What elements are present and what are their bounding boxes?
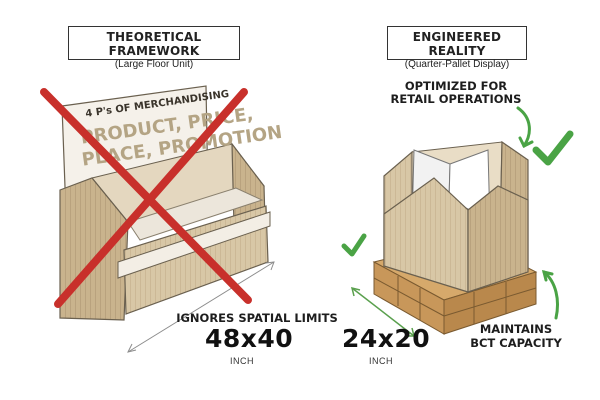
- maintains-line-1: MAINTAINS: [480, 322, 552, 336]
- quarter-pallet-dimension: 24x20: [342, 324, 431, 353]
- optimized-line-2: RETAIL OPERATIONS: [391, 92, 522, 106]
- floor-unit-dimension-unit: INCH: [230, 356, 254, 366]
- red-x-mark: [40, 88, 252, 308]
- title-left-sub: (Large Floor Unit): [114, 59, 194, 70]
- maintains-line-2: BCT CAPACITY: [470, 336, 562, 350]
- bin-tray: [127, 187, 264, 241]
- floor-unit-dimension: 48x40: [205, 324, 294, 353]
- quarter-pallet-dimension-unit: INCH: [369, 356, 393, 366]
- display-right-front: [467, 185, 529, 293]
- title-right-main: ENGINEERED REALITY: [412, 30, 502, 58]
- title-left-main: THEORETICAL FRAMEWORK: [106, 30, 202, 58]
- check-icon-right-left: [341, 233, 367, 257]
- ignores-spatial-limits-label: IGNORES SPATIAL LIMITS: [176, 311, 338, 325]
- dimension-line-left: [127, 261, 275, 353]
- title-right-sub: (Quarter-Pallet Display): [404, 59, 510, 70]
- theoretical-framework-title-box: THEORETICAL FRAMEWORK (Large Floor Unit): [68, 26, 240, 70]
- optimized-line-1: OPTIMIZED FOR: [405, 79, 507, 93]
- pallet-side: [443, 271, 537, 335]
- arrow-icon-bct: [541, 269, 559, 320]
- quarter-pallet-illustration: [350, 140, 538, 337]
- engineered-reality-title-box: ENGINEERED REALITY (Quarter-Pallet Displ…: [387, 26, 527, 70]
- dimension-line-right: [351, 287, 415, 337]
- check-icon-right-top: [532, 130, 574, 166]
- arrow-icon-optimized: [516, 106, 534, 149]
